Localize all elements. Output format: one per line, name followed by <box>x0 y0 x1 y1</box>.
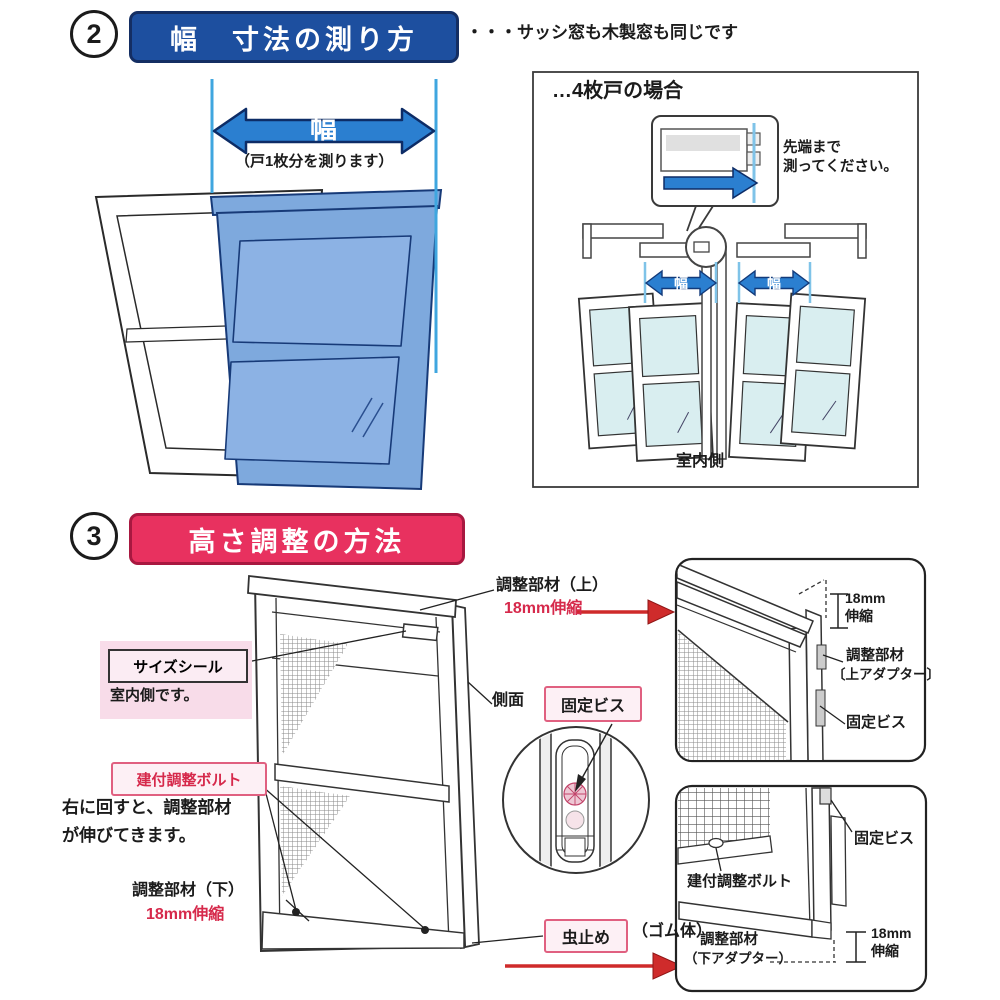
leader-lines <box>246 589 544 944</box>
section2-title-text: 幅 寸法の測り方 <box>170 24 418 55</box>
fixing-screw-text: 固定ビス <box>560 698 625 715</box>
section2-title: 幅 寸法の測り方 <box>129 11 459 63</box>
section2-number-text: 2 <box>86 18 102 49</box>
measure-tip-arrow-icon <box>663 166 759 200</box>
top-detail-part2: 〔上アダプター〕 <box>832 667 940 682</box>
size-seal-text: サイズシール <box>133 658 223 676</box>
width-arrow-note: （戸1枚分を測ります） <box>235 153 394 170</box>
bottom-detail-dim2: 伸縮 <box>871 943 899 959</box>
width-small-right-label: 幅 <box>767 275 781 291</box>
width-measure-diagram <box>94 79 443 491</box>
bottom-detail-dim1: 18mm <box>871 925 912 941</box>
red-arrow-top-icon <box>577 599 676 625</box>
bug-stop-text: 虫止め <box>561 930 610 947</box>
bottom-detail-part1: 調整部材 <box>700 932 758 948</box>
width-arrow-small-left-icon <box>644 269 718 297</box>
label-adjust-top: 調整部材（上） <box>496 577 609 594</box>
bottom-adapter-detail <box>674 784 928 993</box>
label-side-face: 側面 <box>492 692 525 709</box>
top-detail-part1: 調整部材 <box>846 648 904 664</box>
width-arrow-small-right-icon <box>737 269 811 297</box>
magnifier-detail <box>502 723 650 874</box>
fitting-bolt-text: 建付調整ボルト <box>136 771 242 789</box>
section3-number-text: 3 <box>86 520 102 551</box>
section3-number: 3 <box>70 512 118 560</box>
door-right-back <box>779 292 867 450</box>
red-arrow-bottom-icon <box>505 952 684 980</box>
label-fixing-screw: 固定ビス <box>544 686 642 722</box>
bolt-note-line1: 右に回すと、調整部材 <box>62 798 232 817</box>
screen-door-art <box>247 574 480 953</box>
label-size-seal-note: 室内側です。 <box>110 687 199 704</box>
label-bug-stop: 虫止め <box>544 919 628 953</box>
top-detail-dim1: 18mm <box>845 590 886 606</box>
label-fitting-bolt: 建付調整ボルト <box>111 762 267 796</box>
tip-note-line1: 先端まで <box>783 140 841 156</box>
label-adjust-bottom: 調整部材（下） <box>132 882 245 899</box>
section2-number: 2 <box>70 10 118 58</box>
tip-note-line2: 測ってください。 <box>783 159 898 175</box>
width-small-left-label: 幅 <box>674 275 688 291</box>
section3-title: 高さ調整の方法 <box>129 513 465 565</box>
bottom-detail-bolt: 建付調整ボルト <box>687 873 793 890</box>
label-bug-stop-note: （ゴム体） <box>632 923 713 940</box>
size-seal-panel <box>100 641 252 719</box>
width-arrow-icon <box>212 107 436 155</box>
width-guide-lines <box>210 79 438 373</box>
bottom-detail-screw: 固定ビス <box>854 830 915 847</box>
label-adjust-bottom-stretch: 18mm伸縮 <box>146 906 225 923</box>
label-size-seal: サイズシール <box>108 649 248 683</box>
bottom-detail-part2: （下アダプター） <box>684 951 792 966</box>
top-detail-dim2: 伸縮 <box>845 608 873 624</box>
four-door-panel-art <box>532 71 919 488</box>
section3-title-text: 高さ調整の方法 <box>188 526 406 557</box>
width-arrow-label: 幅 <box>310 114 337 144</box>
label-adjust-top-stretch: 18mm伸縮 <box>504 600 583 617</box>
bolt-note-line2: が伸びてきます。 <box>62 826 196 845</box>
section2-subtitle: ・・・サッシ窓も木製窓も同じです <box>466 23 738 42</box>
four-door-heading: …4枚戸の場合 <box>552 80 684 102</box>
top-adapter-detail <box>674 557 927 763</box>
door-left-front <box>628 302 714 462</box>
indoor-side-label: 室内側 <box>676 453 725 470</box>
top-detail-screw: 固定ビス <box>846 714 907 731</box>
